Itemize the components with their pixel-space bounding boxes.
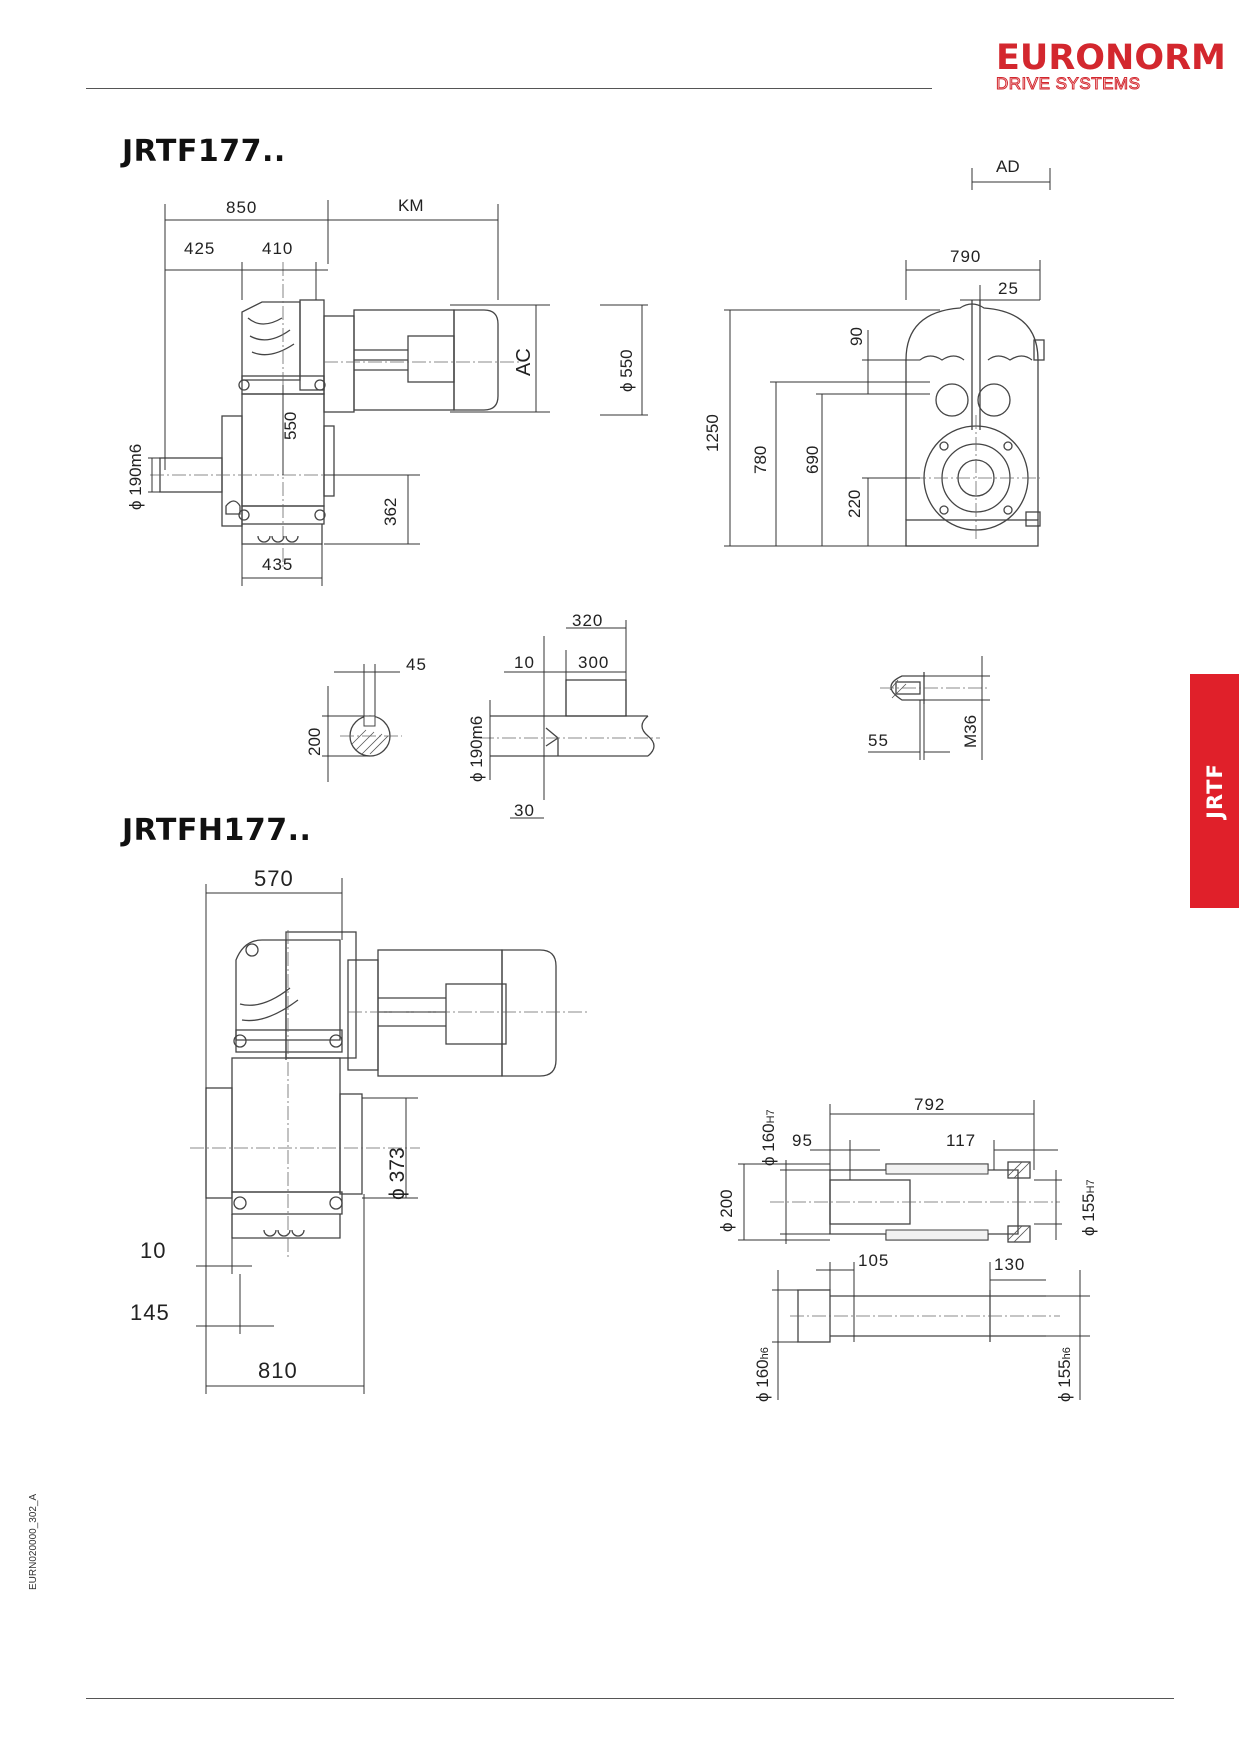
dim-m36: M36 [961, 715, 980, 748]
dim-phi160-h7: ϕ 160H7 [759, 1109, 778, 1166]
dim-30: 30 [514, 801, 535, 820]
dim-25: 25 [998, 279, 1019, 298]
dim-km: KM [398, 196, 424, 215]
dim-90: 90 [847, 327, 866, 346]
dim-790: 790 [950, 247, 981, 266]
dim-810: 810 [258, 1358, 298, 1383]
dim-55: 55 [868, 731, 889, 750]
dim-570: 570 [254, 866, 294, 891]
dim-690: 690 [803, 446, 822, 474]
dim-phi160-h6: ϕ 160h6 [753, 1347, 772, 1402]
jrtfh-hollow-shaft: ϕ 160H7 792 95 117 ϕ 200 ϕ 155H7 105 130… [717, 1095, 1098, 1402]
dim-10-shaft: 10 [514, 653, 535, 672]
model-title-jrtf: JRTF177.. [122, 134, 286, 169]
dim-200-key: 200 [305, 728, 324, 756]
dim-1250: 1250 [703, 414, 722, 452]
dim-95: 95 [792, 1131, 813, 1150]
dim-phi200: ϕ 200 [717, 1189, 736, 1232]
dim-792: 792 [914, 1095, 945, 1114]
dim-320: 320 [572, 611, 603, 630]
footer-rule [86, 1698, 1174, 1699]
dim-117: 117 [946, 1131, 976, 1150]
dim-phi155-h7: ϕ 155H7 [1079, 1179, 1098, 1236]
dim-435: 435 [262, 555, 293, 574]
dim-550: 550 [281, 412, 300, 440]
dim-105: 105 [858, 1251, 889, 1270]
dim-ad: AD [996, 157, 1020, 176]
section-tab[interactable]: JRTF [1190, 674, 1239, 908]
brand-tagline: DRIVE SYSTEMS [996, 74, 1141, 93]
dim-850: 850 [226, 198, 257, 217]
jrtf-front-view: AD 790 25 90 1250 780 690 220 [703, 157, 1051, 547]
dim-300: 300 [578, 653, 609, 672]
dim-shaft-dia: ϕ 190m6 [126, 444, 145, 510]
dim-45: 45 [406, 655, 427, 674]
dim-shaft-dia-detail: ϕ 190m6 [467, 716, 486, 782]
dim-780: 780 [751, 446, 770, 474]
dim-phi550: ϕ 550 [617, 349, 636, 392]
dim-362: 362 [381, 498, 400, 526]
dim-130: 130 [994, 1255, 1025, 1274]
dim-220: 220 [845, 490, 864, 518]
dim-145: 145 [130, 1300, 170, 1325]
jrtf-key-section: 45 200 [305, 655, 427, 782]
dim-ac: AC [513, 348, 535, 376]
dim-phi155-h6: ϕ 155h6 [1055, 1347, 1074, 1402]
jrtf-shaft-detail: 320 10 300 ϕ 190m6 30 [467, 611, 660, 820]
model-title-jrtfh: JRTFH177.. [122, 813, 312, 848]
dim-10-hollow-side: 10 [140, 1238, 166, 1263]
dim-phi373: ϕ 373 [386, 1147, 409, 1200]
dim-410: 410 [262, 239, 293, 258]
jrtf-side-view: 850 KM 425 410 AC ϕ 550 550 ϕ 190m6 362 … [126, 196, 648, 586]
dim-425: 425 [184, 239, 215, 258]
jrtfh-side-view: 570 ϕ 373 10 145 810 [130, 866, 590, 1394]
header-rule [86, 88, 932, 89]
jrtf-thread-detail: 55 M36 [868, 656, 990, 760]
